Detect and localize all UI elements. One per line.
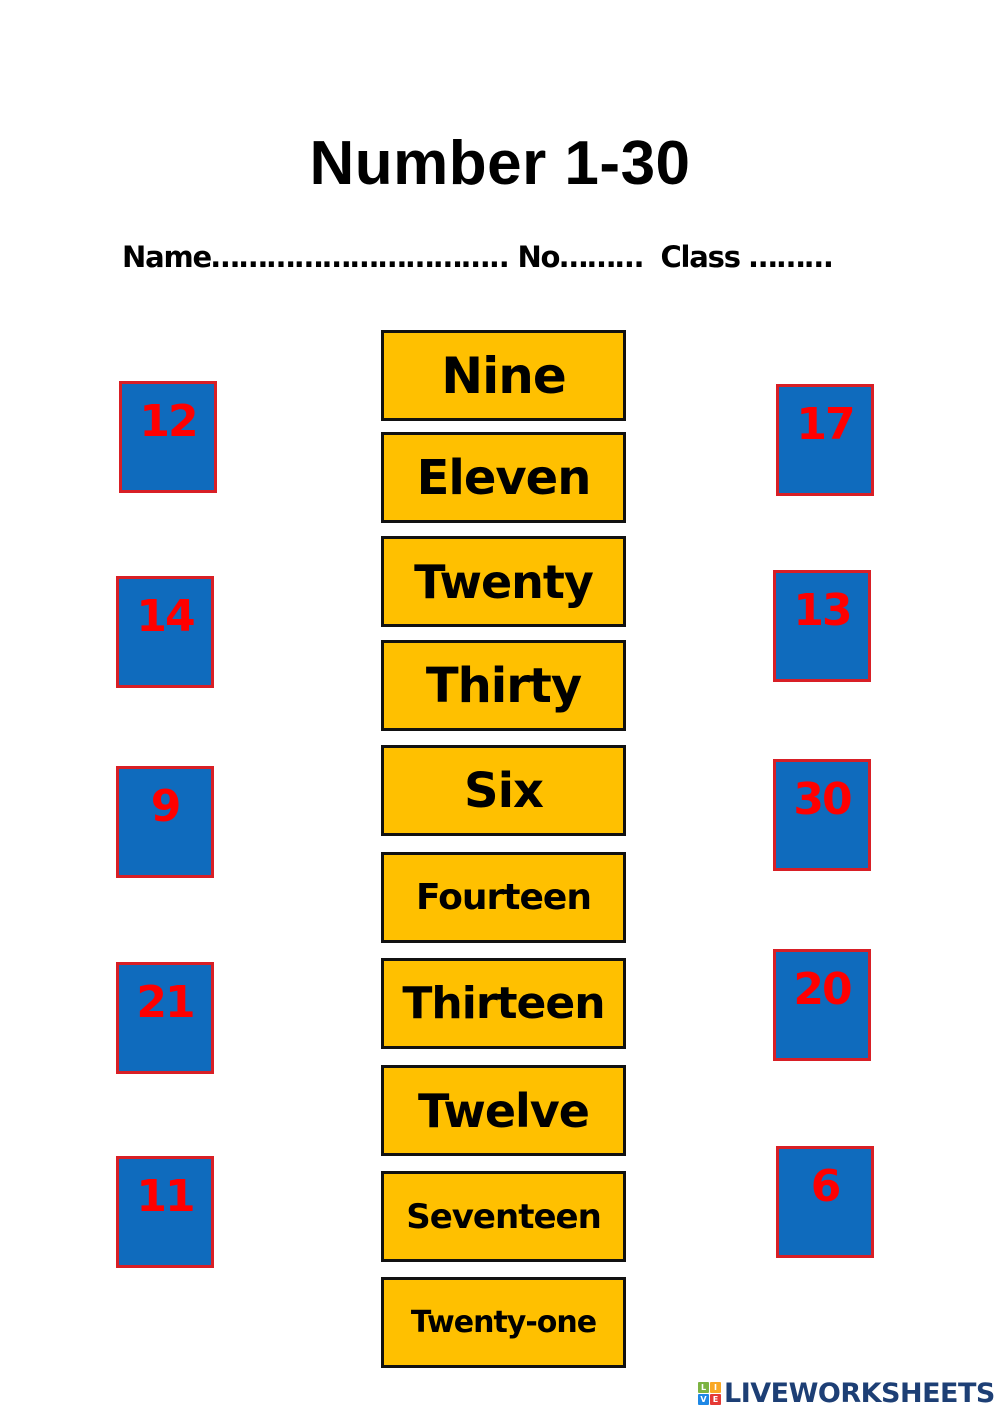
- right-number-box-30[interactable]: 30: [773, 759, 871, 871]
- number-label: 30: [793, 774, 852, 825]
- logo-tile: L: [698, 1382, 709, 1393]
- left-number-box-14[interactable]: 14: [116, 576, 214, 688]
- logo-tile: I: [710, 1382, 721, 1393]
- word-label: Twenty-one: [410, 1305, 597, 1340]
- left-number-box-21[interactable]: 21: [116, 962, 214, 1074]
- word-label: Seventeen: [406, 1196, 602, 1237]
- number-label: 6: [810, 1161, 842, 1212]
- word-box-nine[interactable]: Nine: [381, 330, 626, 421]
- number-label: 21: [136, 977, 195, 1028]
- word-box-thirty[interactable]: Thirty: [381, 640, 626, 731]
- number-label: 9: [150, 781, 182, 832]
- word-box-twelve[interactable]: Twelve: [381, 1065, 626, 1156]
- left-number-box-9[interactable]: 9: [116, 766, 214, 878]
- word-box-eleven[interactable]: Eleven: [381, 432, 626, 523]
- right-number-box-6[interactable]: 6: [776, 1146, 874, 1258]
- page-title: Number 1-30: [309, 129, 691, 198]
- word-label: Twenty: [414, 554, 594, 609]
- word-box-thirteen[interactable]: Thirteen: [381, 958, 626, 1049]
- word-label: Fourteen: [416, 877, 592, 918]
- word-label: Nine: [441, 346, 566, 405]
- right-number-box-17[interactable]: 17: [776, 384, 874, 496]
- number-label: 20: [793, 964, 852, 1015]
- word-box-twenty-one[interactable]: Twenty-one: [381, 1277, 626, 1368]
- right-number-box-20[interactable]: 20: [773, 949, 871, 1061]
- student-info-line: Name………………………….. No……… Class ………: [122, 240, 833, 274]
- number-label: 17: [796, 399, 855, 450]
- word-box-twenty[interactable]: Twenty: [381, 536, 626, 627]
- word-label: Thirty: [425, 657, 582, 714]
- word-label: Six: [464, 762, 544, 819]
- word-label: Eleven: [416, 449, 592, 506]
- number-label: 13: [793, 585, 852, 636]
- word-box-fourteen[interactable]: Fourteen: [381, 852, 626, 943]
- logo-text: LIVEWORKSHEETS: [724, 1378, 995, 1409]
- number-label: 12: [139, 396, 198, 447]
- logo-tile: V: [698, 1394, 709, 1405]
- word-box-six[interactable]: Six: [381, 745, 626, 836]
- number-label: 14: [136, 591, 195, 642]
- left-number-box-12[interactable]: 12: [119, 381, 217, 493]
- word-box-seventeen[interactable]: Seventeen: [381, 1171, 626, 1262]
- number-label: 11: [136, 1171, 195, 1222]
- right-number-box-13[interactable]: 13: [773, 570, 871, 682]
- word-label: Thirteen: [402, 978, 605, 1029]
- logo-tile: E: [710, 1394, 721, 1405]
- left-number-box-11[interactable]: 11: [116, 1156, 214, 1268]
- word-label: Twelve: [418, 1083, 590, 1138]
